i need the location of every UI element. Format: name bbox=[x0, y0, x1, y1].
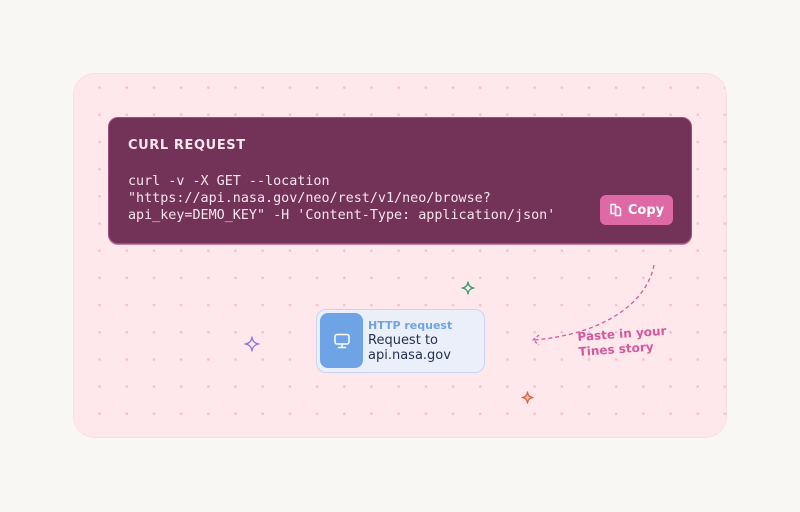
http-request-action-card[interactable]: HTTP request Request to api.nasa.gov bbox=[316, 309, 485, 373]
sparkle-icon bbox=[521, 391, 534, 404]
curl-command-code: curl -v -X GET --location "https://api.n… bbox=[128, 173, 555, 224]
sparkle-icon bbox=[461, 281, 475, 295]
action-title-line: api.nasa.gov bbox=[368, 348, 451, 363]
monitor-icon bbox=[333, 333, 350, 348]
paste-annotation: Paste in your Tines story bbox=[577, 324, 668, 360]
action-title: Request to api.nasa.gov bbox=[368, 333, 451, 363]
dashed-arrow-icon bbox=[531, 264, 655, 346]
action-title-line: Request to bbox=[368, 333, 438, 348]
copy-button[interactable]: Copy bbox=[600, 195, 673, 225]
copy-button-label: Copy bbox=[627, 202, 665, 218]
code-line: api_key=DEMO_KEY" -H 'Content-Type: appl… bbox=[128, 208, 556, 223]
curl-request-card: CURL REQUEST curl -v -X GET --location "… bbox=[108, 117, 692, 244]
http-icon-box bbox=[320, 313, 363, 368]
sparkle-icon bbox=[244, 336, 260, 352]
copy-icon bbox=[609, 203, 623, 217]
code-line: "https://api.nasa.gov/neo/rest/v1/neo/br… bbox=[128, 191, 491, 206]
curl-card-title: CURL REQUEST bbox=[128, 138, 246, 153]
code-line: curl -v -X GET --location bbox=[128, 174, 330, 189]
action-type-label: HTTP request bbox=[368, 319, 453, 332]
